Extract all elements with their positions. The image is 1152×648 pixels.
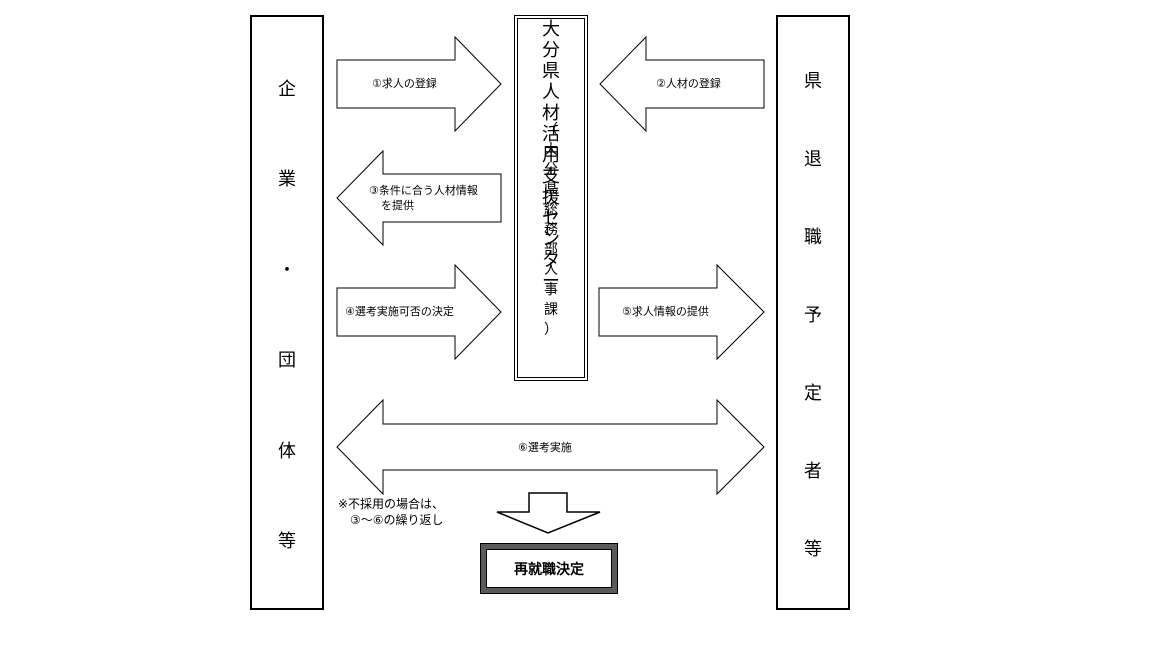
center-sub-char: ） [544,322,558,338]
left-char: 体 [278,440,296,462]
center-sub-char: 務 [544,222,558,238]
center-sub-char: 県 [544,182,558,198]
center-char: 材 [542,103,560,124]
right-char: 者 [804,461,822,482]
result-box-reemployment: 再就職決定 [480,543,618,594]
center-char: 県 [542,61,560,82]
center-char: 活 [542,124,560,145]
center-char: セ [542,208,560,229]
center-sub-char: 大 [544,142,558,158]
note-rejection-line2: ③～⑥の繰り返し [338,513,444,527]
label-job-registration: ①求人の登録 [372,77,437,90]
label-talent-registration: ②人材の登録 [656,77,721,90]
center-sub-char: 事 [544,282,558,298]
result-label: 再就職決定 [486,549,612,588]
center-box-support-center: 大 分 県 人 材 活 用 支 援 セ ン タ ー （ 大 分 県 総 務 部 … [514,15,588,381]
arrow-provide-job-info [598,263,765,361]
right-char: 等 [804,539,822,560]
left-char: ・ [278,259,296,281]
left-box-companies: 企 業 ・ 団 体 等 [250,15,324,610]
label-provide-talent-info-2: を提供 [381,199,414,212]
arrow-talent-registration [599,35,765,133]
center-char: ン [542,229,560,250]
center-char: 分 [542,40,560,61]
right-box-retirees: 県 退 職 予 定 者 等 [776,15,850,610]
right-char: 職 [804,227,822,248]
center-char: 用 [542,145,560,166]
left-char: 企 [278,79,296,100]
center-sub-char: 総 [544,202,558,218]
label-selection-implementation: ⑥選考実施 [518,441,572,454]
center-sub-char: 部 [544,242,558,258]
arrow-selection-decision [336,263,502,361]
center-char: 援 [542,187,560,208]
arrow-job-registration [336,35,502,133]
center-sub-char: 人 [544,262,558,278]
center-char: 大 [542,19,560,40]
center-box-inner-border [517,18,585,378]
right-char: 予 [804,305,822,326]
left-char: 等 [278,530,296,552]
label-selection-decision: ④選考実施可否の決定 [345,305,454,318]
center-char: 人 [542,82,560,103]
right-char: 退 [804,149,822,170]
center-box-sublabel: （ 大 分 県 総 務 部 人 事 課 ） [515,120,587,340]
center-char: 支 [542,166,560,187]
arrow-provide-talent-info [336,149,502,247]
center-sub-char: 課 [544,302,558,318]
left-box-label: 企 業 ・ 団 体 等 [252,81,322,551]
right-char: 県 [804,71,822,92]
right-box-label: 県 退 職 予 定 者 等 [778,73,848,559]
label-provide-talent-info-1: ③条件に合う人材情報 [369,184,478,197]
center-sub-char: （ [544,122,558,138]
center-char: タ [542,250,560,271]
left-char: 業 [278,169,296,191]
center-box-label: 大 分 県 人 材 活 用 支 援 セ ン タ ー [515,19,587,292]
left-char: 団 [278,350,296,372]
arrow-selection-implementation [336,398,765,496]
right-char: 定 [804,383,822,404]
arrow-down-to-result [496,492,601,534]
center-sub-char: 分 [544,162,558,178]
note-rejection-line1: ※不採用の場合は、 [338,497,445,511]
center-char: ー [542,271,560,292]
label-provide-job-info: ⑤求人情報の提供 [622,305,709,318]
